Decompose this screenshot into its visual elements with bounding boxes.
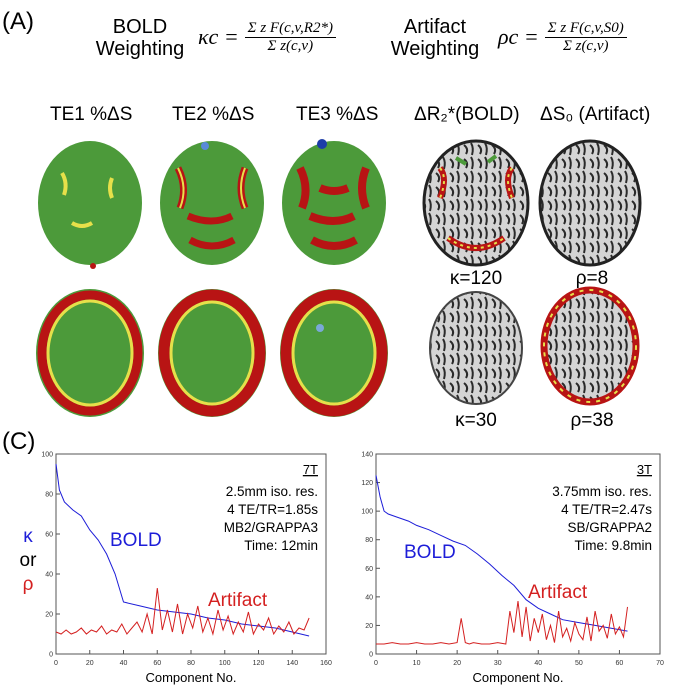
y-axis-rho: ρ — [22, 574, 34, 595]
kappa-eq-lhs: κc = — [198, 24, 239, 49]
series-line-bold — [55, 463, 310, 637]
x-tick-label: 20 — [86, 660, 94, 667]
series-line-bold — [375, 475, 628, 632]
rho-eq-denominator: Σ z(c,v) — [562, 37, 609, 54]
column-header-te1: TE1 %ΔS — [50, 104, 133, 125]
chart-annotation-line: 4 TE/TR=2.47s — [561, 502, 652, 517]
x-tick-label: 80 — [187, 660, 195, 667]
brain-maps — [36, 139, 642, 417]
x-tick-label: 0 — [374, 660, 378, 667]
x-tick-label: 60 — [616, 660, 624, 667]
bold-weighting-line2: Weighting — [95, 38, 185, 60]
y-tick-label: 20 — [365, 623, 373, 630]
rho-eq-numerator: Σ z F(c,v,S0) — [544, 20, 627, 38]
x-tick-label: 40 — [534, 660, 542, 667]
x-tick-label: 40 — [120, 660, 128, 667]
y-tick-label: 100 — [41, 452, 53, 459]
x-tick-label: 0 — [54, 660, 58, 667]
chart-annotation-line: 2.5mm iso. res. — [226, 484, 318, 499]
chart-annotation-line: 3.75mm iso. res. — [552, 484, 652, 499]
series-line-artifact — [376, 601, 628, 645]
x-tick-label: 160 — [320, 660, 332, 667]
y-axis-legend: κ or ρ — [8, 525, 48, 597]
brain-map-dr2-row2 — [429, 291, 523, 405]
metric-kappa-row1: κ=120 — [449, 268, 503, 289]
y-tick-label: 140 — [361, 452, 373, 459]
brain-map-te1-row1 — [38, 141, 142, 269]
y-tick-label: 0 — [49, 652, 53, 659]
y-tick-label: 100 — [361, 509, 373, 516]
x-tick-label: 60 — [153, 660, 161, 667]
metric-rho-row1: ρ=8 — [575, 268, 609, 289]
chart-annotation-line: Time: 12min — [244, 538, 318, 553]
y-tick-label: 60 — [365, 566, 373, 573]
y-tick-label: 60 — [45, 532, 53, 539]
chart-title: 3T — [637, 462, 652, 477]
kappa-equation: κc = Σ z F(c,v,R2*) Σ z(c,v) — [198, 6, 336, 68]
series-label-artifact: Artifact — [208, 590, 268, 611]
series-label-bold: BOLD — [404, 542, 456, 563]
column-header-te3: TE3 %ΔS — [296, 104, 379, 125]
metric-rho-row2: ρ=38 — [570, 410, 614, 431]
column-header-te2: TE2 %ΔS — [172, 104, 255, 125]
y-tick-label: 20 — [45, 612, 53, 619]
y-axis-kappa: κ — [23, 526, 33, 547]
rho-equation: ρc = Σ z F(c,v,S0) Σ z(c,v) — [498, 6, 627, 68]
x-tick-label: 140 — [286, 660, 298, 667]
brain-map-te2-row1 — [160, 141, 264, 265]
column-header-ds0: ΔS₀ (Artifact) — [540, 104, 651, 125]
x-axis-label: Component No. — [472, 670, 563, 685]
kappa-eq-numerator: Σ z F(c,v,R2*) — [244, 20, 336, 38]
chart-annotation-line: SB/GRAPPA2 — [567, 520, 652, 535]
y-tick-label: 80 — [365, 537, 373, 544]
brain-map-te3-row1 — [282, 139, 386, 265]
brain-map-ds0-row2 — [540, 286, 640, 406]
y-axis-or: or — [19, 550, 37, 571]
y-tick-label: 80 — [45, 492, 53, 499]
kappa-eq-denominator: Σ z(c,v) — [267, 37, 314, 54]
x-tick-label: 10 — [413, 660, 421, 667]
artifact-weighting-line2: Weighting — [390, 38, 480, 60]
series-label-artifact: Artifact — [528, 582, 588, 603]
artifact-weighting-line1: Artifact — [403, 16, 467, 38]
chart-title: 7T — [303, 462, 318, 477]
x-tick-label: 30 — [494, 660, 502, 667]
x-tick-label: 120 — [253, 660, 265, 667]
brain-map-dr2-row1 — [422, 139, 530, 267]
series-label-bold: BOLD — [110, 530, 162, 551]
artifact-weighting-label: Artifact Weighting — [380, 16, 490, 60]
column-header-dr2: ΔR₂*(BOLD) — [414, 104, 520, 125]
y-tick-label: 0 — [369, 652, 373, 659]
brain-map-te2-row2 — [158, 289, 266, 417]
x-tick-label: 70 — [656, 660, 664, 667]
y-tick-label: 40 — [365, 594, 373, 601]
bold-weighting-line1: BOLD — [112, 16, 168, 38]
x-tick-label: 50 — [575, 660, 583, 667]
brain-map-te3-row2 — [280, 289, 388, 417]
y-tick-label: 40 — [45, 572, 53, 579]
rho-eq-lhs: ρc = — [498, 24, 539, 49]
x-tick-label: 100 — [219, 660, 231, 667]
x-axis-label: Component No. — [145, 670, 236, 685]
metric-kappa-row2: κ=30 — [455, 410, 497, 431]
x-tick-label: 20 — [453, 660, 461, 667]
chart-annotation-line: 4 TE/TR=1.85s — [227, 502, 318, 517]
plot-frame — [375, 453, 661, 655]
bold-weighting-label: BOLD Weighting — [90, 16, 190, 60]
chart-annotation-line: MB2/GRAPPA3 — [224, 520, 318, 535]
brain-map-te1-row2 — [36, 289, 144, 417]
y-tick-label: 120 — [361, 480, 373, 487]
brain-map-ds0-row1 — [538, 139, 642, 267]
series-line-artifact — [55, 587, 310, 636]
chart-annotation-line: Time: 9.8min — [574, 538, 652, 553]
panel-c-label: (C) — [2, 428, 36, 455]
panel-a-label: (A) — [2, 8, 34, 35]
